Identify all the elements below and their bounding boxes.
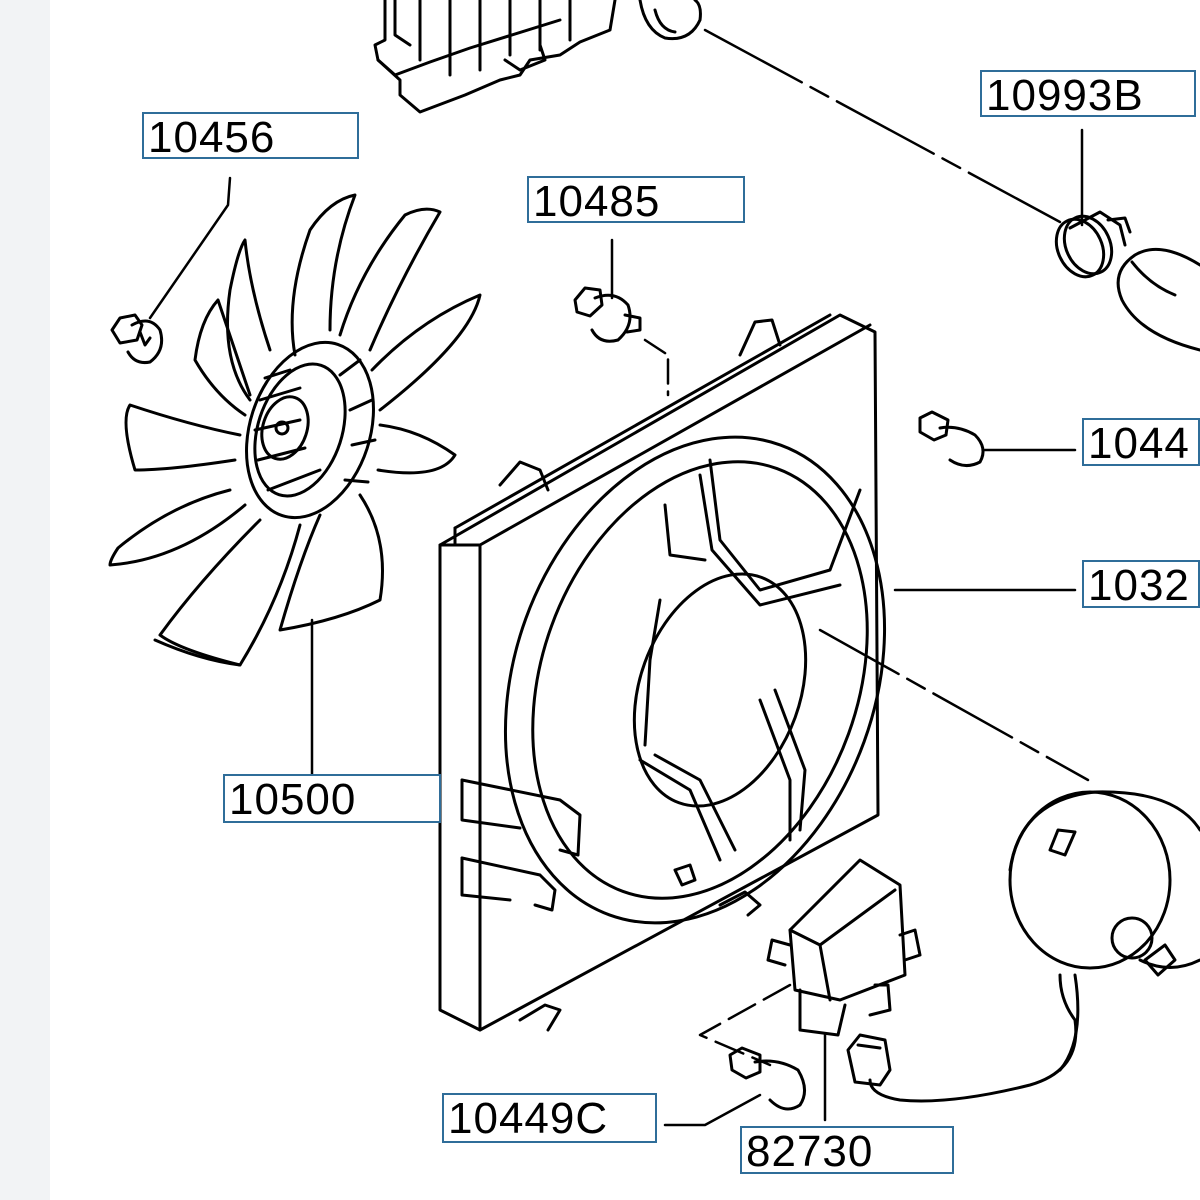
part-label-10456[interactable]: 10456 (142, 112, 359, 159)
left-margin-strip (0, 0, 50, 1200)
fan-shroud-part (438, 313, 887, 1032)
hose-clamp-part (1054, 210, 1132, 279)
leader-10456 (148, 176, 232, 320)
connector-part (846, 1033, 892, 1087)
leader-shroud-motor (818, 628, 1090, 782)
part-label-10320[interactable]: 1032 (1082, 560, 1200, 608)
leader-10449C (663, 1093, 762, 1127)
cooling-fan-part (108, 193, 482, 667)
part-label-10485[interactable]: 10485 (527, 176, 745, 223)
shroud-bolt-part (573, 286, 642, 343)
leader-radiator-clamp (703, 28, 1062, 224)
fan-motor-part (868, 790, 1200, 1103)
part-label-10500[interactable]: 10500 (223, 774, 441, 823)
part-label-10449C[interactable]: 10449C (442, 1093, 657, 1143)
part-label-82730[interactable]: 82730 (740, 1126, 954, 1174)
radiator-part (373, 0, 702, 114)
part-label-10993B[interactable]: 10993B (980, 70, 1196, 117)
fan-resistor-part (766, 858, 922, 1037)
radiator-hose-part (1116, 247, 1200, 352)
leader-bolt-shroud (643, 338, 670, 397)
small-bolt-part (918, 410, 985, 467)
leader-resistor-bolt (698, 983, 792, 1067)
fan-bolt-part (110, 313, 164, 364)
part-label-10449[interactable]: 1044 (1082, 418, 1200, 466)
resistor-bolt-part (728, 1046, 806, 1111)
